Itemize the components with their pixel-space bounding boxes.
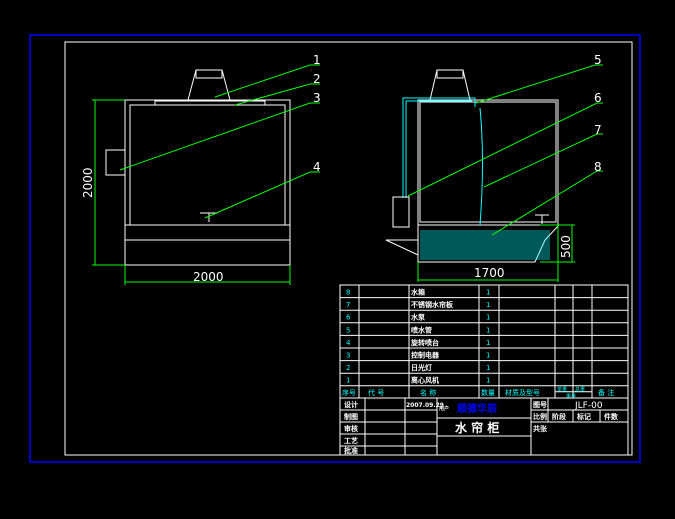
- depth-dimension: 1700: [474, 266, 505, 280]
- part-no: 1: [346, 377, 350, 385]
- header-unit-weight: 单重: [557, 386, 567, 393]
- part-qty: 1: [486, 339, 490, 347]
- part-qty: 1: [486, 314, 490, 322]
- label-design: 设计: [344, 400, 358, 409]
- part-no: 8: [346, 289, 350, 297]
- front-view: 2000 2000 1 2 3 4: [81, 53, 321, 285]
- callout-3: 3: [313, 91, 321, 105]
- part-no: 7: [346, 301, 350, 309]
- part-no: 4: [346, 339, 351, 347]
- title-block: 设计 制图 审核 工艺 批准 2007.09.29 用户 顺德华辰 水 帘 柜 …: [339, 397, 629, 456]
- header-code: 代 号: [368, 388, 384, 397]
- part-name: 水泵: [411, 313, 425, 322]
- header-no: 序号: [342, 388, 356, 397]
- width-dimension: 2000: [193, 270, 224, 284]
- date: 2007.09.29: [406, 402, 444, 409]
- header-total-weight: 总重: [575, 386, 585, 393]
- callout-2: 2: [313, 72, 321, 86]
- callout-6: 6: [594, 91, 602, 105]
- part-no: 5: [346, 326, 350, 334]
- customer: 顺德华辰: [457, 402, 497, 415]
- parts-list: 8 水箱 1 7 不锈钢水帘板 1 6 水泵 1 5 喷水管 1 4 旋转喷台 1 3 控制电器 1 2 日光灯 1 1 离…: [339, 284, 629, 400]
- callout-8: 8: [594, 160, 602, 174]
- part-name: 控制电器: [411, 351, 440, 360]
- label-review: 审核: [344, 424, 358, 433]
- part-no: 3: [346, 352, 350, 360]
- part-name: 不锈钢水帘板: [411, 300, 454, 309]
- label-approve: 批准: [344, 446, 358, 455]
- part-name: 离心风机: [411, 376, 439, 385]
- pieces-label: 件数: [604, 412, 619, 421]
- tank-dimension: 500: [559, 235, 573, 258]
- outer-frame: [29, 34, 641, 463]
- drawing-no-label: 图号: [533, 400, 547, 409]
- part-qty: 1: [486, 301, 490, 309]
- part-qty: 1: [486, 289, 490, 297]
- part-qty: 1: [486, 352, 490, 360]
- drawing-no: JLF-00: [574, 401, 603, 411]
- customer-label: 用户: [438, 405, 449, 412]
- part-no: 2: [346, 364, 350, 372]
- sheet-label: 共张: [533, 424, 548, 433]
- part-name: 喷水管: [411, 325, 432, 334]
- header-qty: 数量: [481, 388, 495, 397]
- callout-5: 5: [594, 53, 602, 67]
- part-qty: 1: [486, 364, 490, 372]
- scale-label: 比例: [533, 412, 547, 421]
- part-name: 旋转喷台: [410, 338, 439, 347]
- header-remark: 备 注: [598, 388, 614, 397]
- part-name: 水箱: [411, 288, 425, 297]
- label-process: 工艺: [344, 436, 358, 445]
- callout-7: 7: [594, 123, 602, 137]
- side-view: 1700 500 5 6 7 8: [385, 53, 603, 282]
- mark-label: 标记: [576, 412, 591, 421]
- stage-label: 阶段: [552, 412, 566, 421]
- header-name: 名 称: [420, 388, 436, 397]
- part-no: 6: [346, 314, 351, 322]
- drawing-title: 水 帘 柜: [455, 420, 499, 435]
- header-material: 材质及型号: [505, 388, 540, 397]
- callout-4: 4: [313, 160, 321, 174]
- part-qty: 1: [486, 377, 490, 385]
- label-drawn: 制图: [344, 412, 358, 421]
- part-qty: 1: [486, 326, 490, 334]
- height-dimension: 2000: [81, 167, 95, 198]
- header-weight: 重量: [566, 393, 576, 400]
- part-name: 日光灯: [411, 363, 432, 372]
- callout-1: 1: [313, 53, 321, 67]
